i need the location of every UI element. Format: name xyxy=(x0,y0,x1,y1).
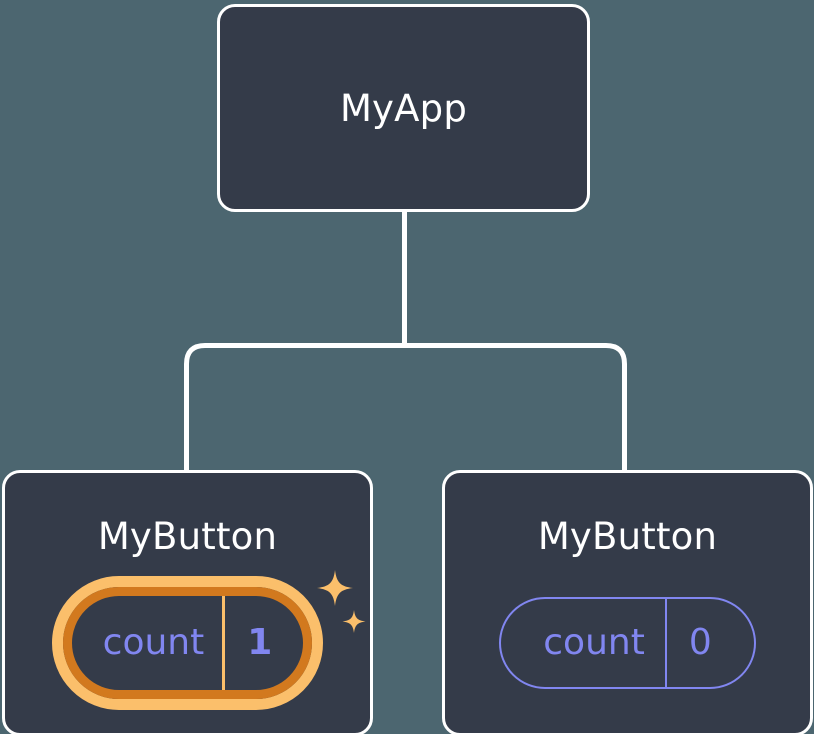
tree-node-mybutton-right[interactable]: MyButton count 0 xyxy=(442,470,813,736)
state-pill-wrapper: count 0 xyxy=(499,597,756,689)
node-title: MyApp xyxy=(339,86,468,130)
sparkle-small-icon xyxy=(342,610,366,633)
edge-branch-bar xyxy=(184,343,627,471)
state-value: 1 xyxy=(247,622,273,663)
state-key: count xyxy=(501,599,667,687)
state-pill[interactable]: count 0 xyxy=(499,597,756,689)
tree-node-mybutton-left[interactable]: MyButton count 1 xyxy=(2,470,373,736)
node-title: MyButton xyxy=(97,515,278,558)
tree-node-root[interactable]: MyApp xyxy=(217,4,590,212)
state-value: 0 xyxy=(688,622,712,663)
state-pill-highlighted[interactable]: count 1 xyxy=(51,576,324,710)
state-pill-wrapper: count 1 xyxy=(51,570,366,710)
state-key: count xyxy=(63,587,226,699)
sparkle-large-icon xyxy=(317,570,354,606)
node-title: MyButton xyxy=(537,515,718,558)
